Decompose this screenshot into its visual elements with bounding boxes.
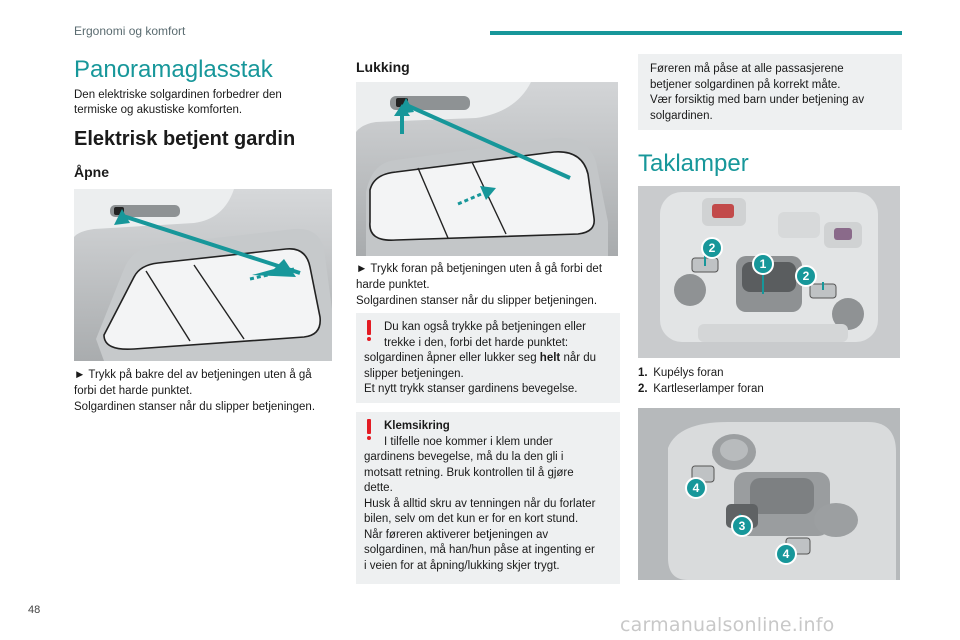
running-header: Ergonomi og komfort bbox=[74, 24, 186, 38]
header-rule bbox=[490, 31, 902, 35]
callout-3-label: 3 bbox=[739, 519, 746, 533]
warning-line-2: trekke i den, forbi det harde punktet: bbox=[384, 336, 569, 349]
watermark: carmanualsonline.info bbox=[620, 614, 835, 636]
anti-pinch-title: Klemsikring bbox=[384, 420, 450, 432]
intro-line-2: termiske og akustiske komforten. bbox=[74, 104, 243, 116]
callout-2-right-label: 2 bbox=[803, 269, 810, 283]
info-line-2: betjener solgardinen på korrekt måte. bbox=[650, 78, 841, 91]
callout-2-left-icon bbox=[701, 237, 723, 259]
open-instruction-line-3: Solgardinen stanser når du slipper betje… bbox=[74, 401, 316, 413]
roof-open-illustration bbox=[74, 189, 332, 361]
anti-pinch-line-7: Når føreren aktiverer betjeningen av bbox=[364, 528, 549, 541]
callout-2-right-icon bbox=[795, 265, 817, 287]
anti-pinch-line-6: bilen, selv om det kun er for en kort st… bbox=[364, 513, 579, 525]
section-title-panoramic-roof: Panoramaglasstak bbox=[74, 56, 273, 83]
warning-line-5: Et nytt trykk stanser gardinens bevegels… bbox=[364, 383, 578, 395]
heading-open: Åpne bbox=[74, 164, 109, 180]
callout-2-left-label: 2 bbox=[709, 241, 716, 255]
front-ceiling-console-illustration: 1 2 2 bbox=[638, 186, 900, 358]
open-instruction-line-2: forbi det harde punktet. bbox=[74, 385, 193, 397]
warning-exclamation-icon bbox=[366, 320, 372, 342]
anti-pinch-line-2: gardinens bevegelse, må du la den gli i bbox=[364, 451, 564, 463]
info-line-3: Vær forsiktig med barn under betjening a… bbox=[650, 94, 865, 106]
warning-line-4: slipper betjeningen. bbox=[364, 367, 464, 380]
callout-1-label: 1 bbox=[760, 257, 767, 271]
section-title-ceiling-lamps: Taklamper bbox=[638, 150, 749, 177]
page-number: 48 bbox=[28, 604, 41, 616]
figure-open-blind bbox=[74, 189, 332, 361]
warning-box-anti-pinch: Klemsikring I tilfelle noe kommer i klem… bbox=[356, 412, 620, 584]
figure-front-ceiling-lamps: 1 2 2 bbox=[638, 186, 900, 358]
callout-4-bottom-icon bbox=[775, 543, 797, 565]
anti-pinch-line-8: solgardinen, må han/hun påse at ingentin… bbox=[364, 544, 595, 556]
close-instruction-line-1: ► Trykk foran på betjeningen uten å gå f… bbox=[356, 263, 603, 275]
heading-close: Lukking bbox=[356, 59, 410, 75]
anti-pinch-line-5: Husk å alltid skru av tenningen når du f… bbox=[364, 497, 596, 510]
warning-line-1: Du kan også trykke på betjeningen eller bbox=[384, 321, 587, 333]
heading-electric-blind: Elektrisk betjent gardin bbox=[74, 128, 296, 150]
roof-close-illustration bbox=[356, 82, 618, 256]
close-instruction-line-2: harde punktet. bbox=[356, 279, 430, 291]
anti-pinch-line-1: I tilfelle noe kommer i klem under bbox=[384, 435, 553, 448]
legend-item-2: 2. Kartleserlamper foran bbox=[638, 383, 764, 395]
info-box-driver-responsibility: Føreren må påse at alle passasjerene bet… bbox=[638, 54, 902, 130]
callout-3-icon bbox=[731, 515, 753, 537]
rear-ceiling-console-illustration: 4 3 4 bbox=[638, 408, 900, 580]
intro-line-1: Den elektriske solgardinen forbedrer den bbox=[74, 89, 282, 101]
anti-pinch-line-9: i veien for at åpning/lukking skjer tryg… bbox=[364, 559, 560, 572]
info-line-4: solgardinen. bbox=[650, 109, 713, 122]
callout-4-bottom-label: 4 bbox=[783, 547, 790, 561]
warning-exclamation-icon bbox=[366, 419, 372, 441]
info-line-1: Føreren må påse at alle passasjerene bbox=[650, 63, 844, 75]
close-instruction-line-3: Solgardinen stanser når du slipper betje… bbox=[356, 295, 598, 307]
anti-pinch-line-4: dette. bbox=[364, 482, 393, 494]
figure-rear-ceiling-lamps: 4 3 4 bbox=[638, 408, 900, 580]
anti-pinch-line-3: motsatt retning. Bruk kontrollen til å g… bbox=[364, 466, 574, 479]
figure-close-blind bbox=[356, 82, 618, 256]
callout-1-icon bbox=[752, 253, 774, 275]
callout-4-top-label: 4 bbox=[693, 481, 700, 495]
warning-line-3: solgardinen åpner eller lukker seg helt … bbox=[364, 352, 597, 364]
legend-item-1: 1. Kupélys foran bbox=[638, 367, 724, 379]
open-instruction-line-1: ► Trykk på bakre del av betjeningen uten… bbox=[74, 369, 312, 381]
warning-box-auto-mode: Du kan også trykke på betjeningen eller … bbox=[356, 313, 620, 403]
callout-4-top-icon bbox=[685, 477, 707, 499]
